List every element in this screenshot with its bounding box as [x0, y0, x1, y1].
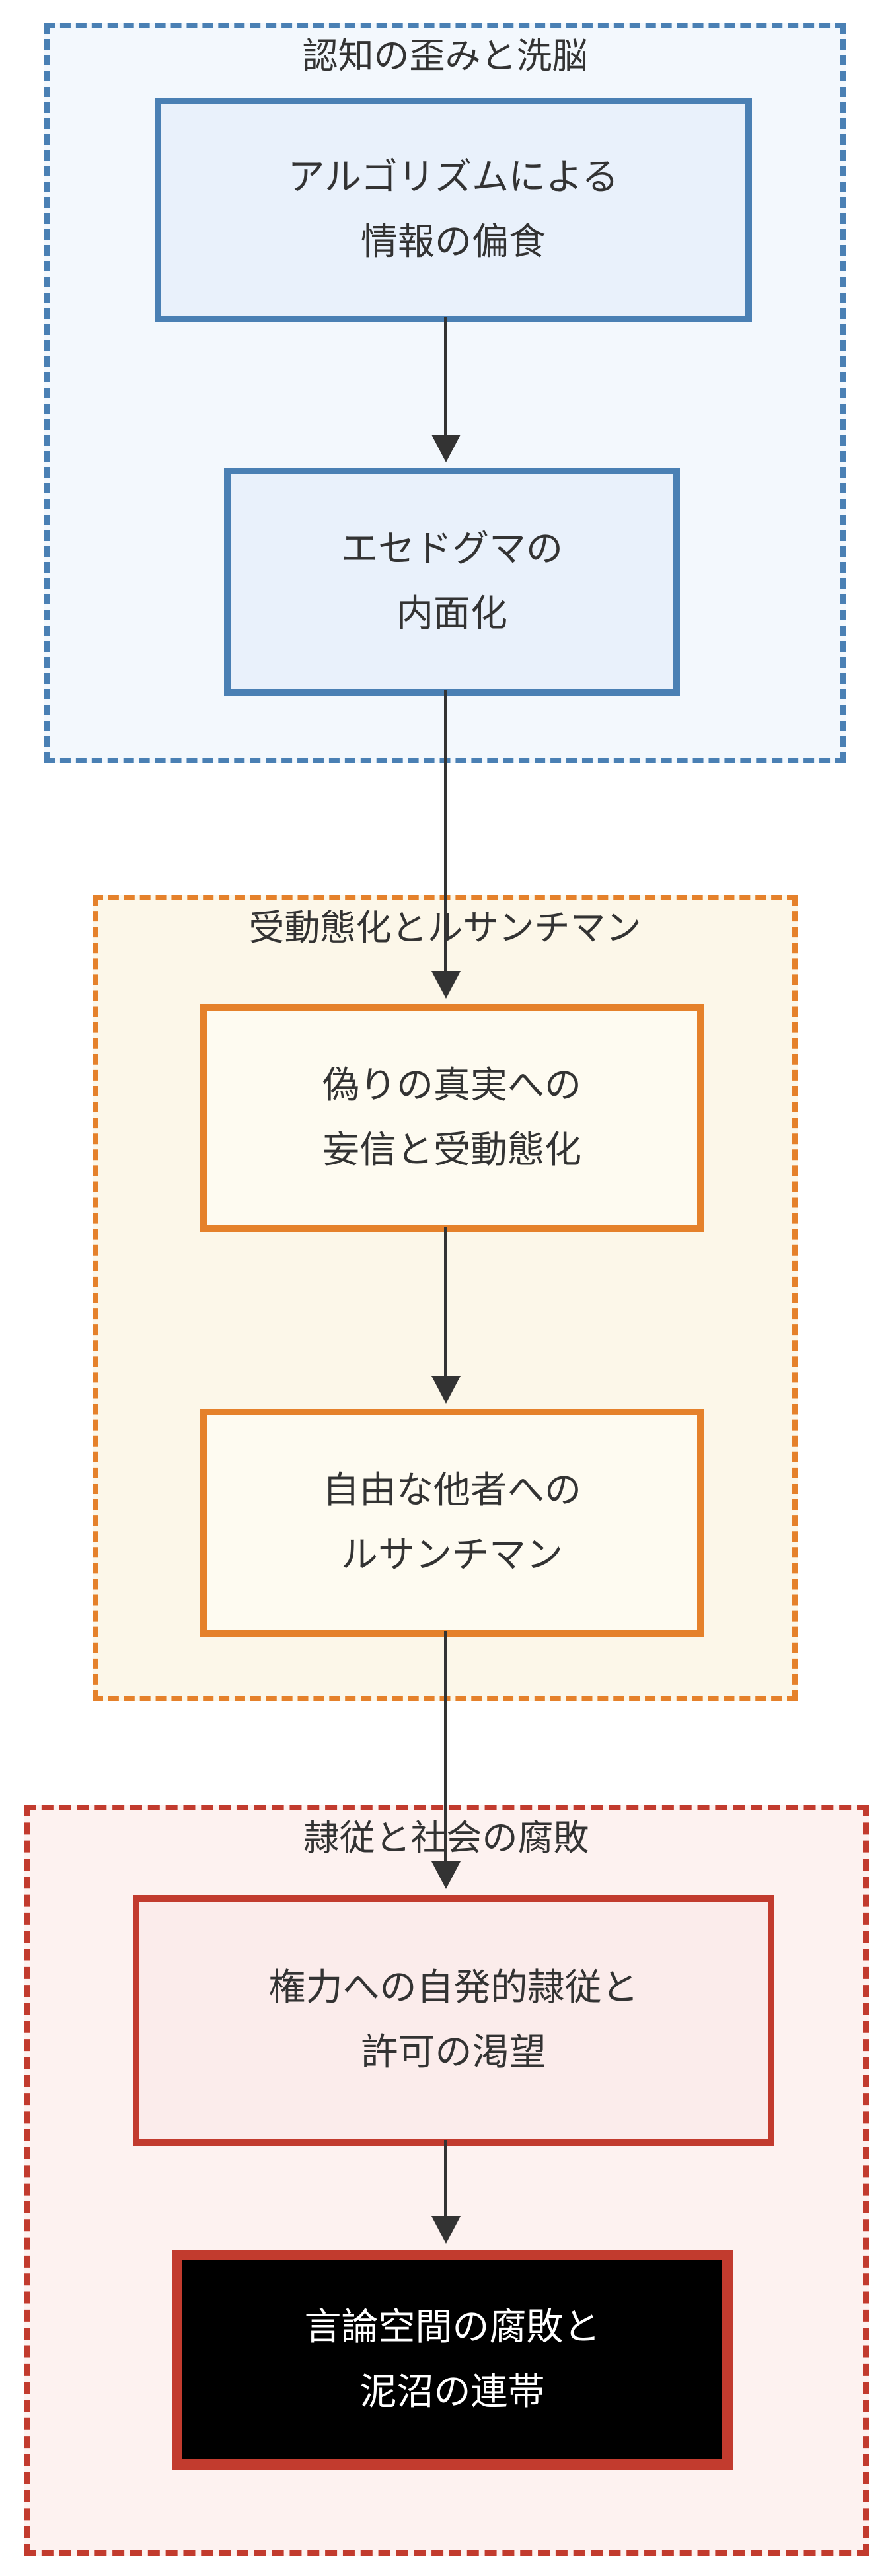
- subgraph-cognition: 認知の歪みと洗脳 アルゴリズムによる 情報の偏食 エセドグマの 内面化: [44, 23, 846, 763]
- node-algorithm-information-bias: アルゴリズムによる 情報の偏食: [155, 98, 752, 322]
- edge-line-c-to-d: [444, 1227, 447, 1376]
- arrowhead-icon-c-to-d: [431, 1376, 461, 1404]
- node-pseudo-dogma-internalization: エセドグマの 内面化: [224, 468, 680, 696]
- edge-line-d-to-e: [444, 1631, 447, 1861]
- node-voluntary-servitude: 権力への自発的隷従と 許可の渇望: [133, 1895, 774, 2146]
- subgraph-cognition-title: 認知の歪みと洗脳: [302, 35, 588, 77]
- node-ressentiment-toward-free-others: 自由な他者への ルサンチマン: [200, 1409, 704, 1637]
- node-false-truth-belief: 偽りの真実への 妄信と受動態化: [200, 1004, 704, 1232]
- arrowhead-icon-d-to-e: [431, 1861, 461, 1889]
- edge-line-b-to-c: [444, 690, 447, 971]
- edge-line-e-to-f: [444, 2140, 447, 2216]
- node-discourse-decay: 言論空間の腐敗と 泥沼の連帯: [172, 2250, 733, 2470]
- edge-line-a-to-b: [444, 317, 447, 435]
- arrowhead-icon-e-to-f: [431, 2216, 461, 2244]
- arrowhead-icon-b-to-c: [431, 971, 461, 999]
- arrowhead-icon-a-to-b: [431, 435, 461, 462]
